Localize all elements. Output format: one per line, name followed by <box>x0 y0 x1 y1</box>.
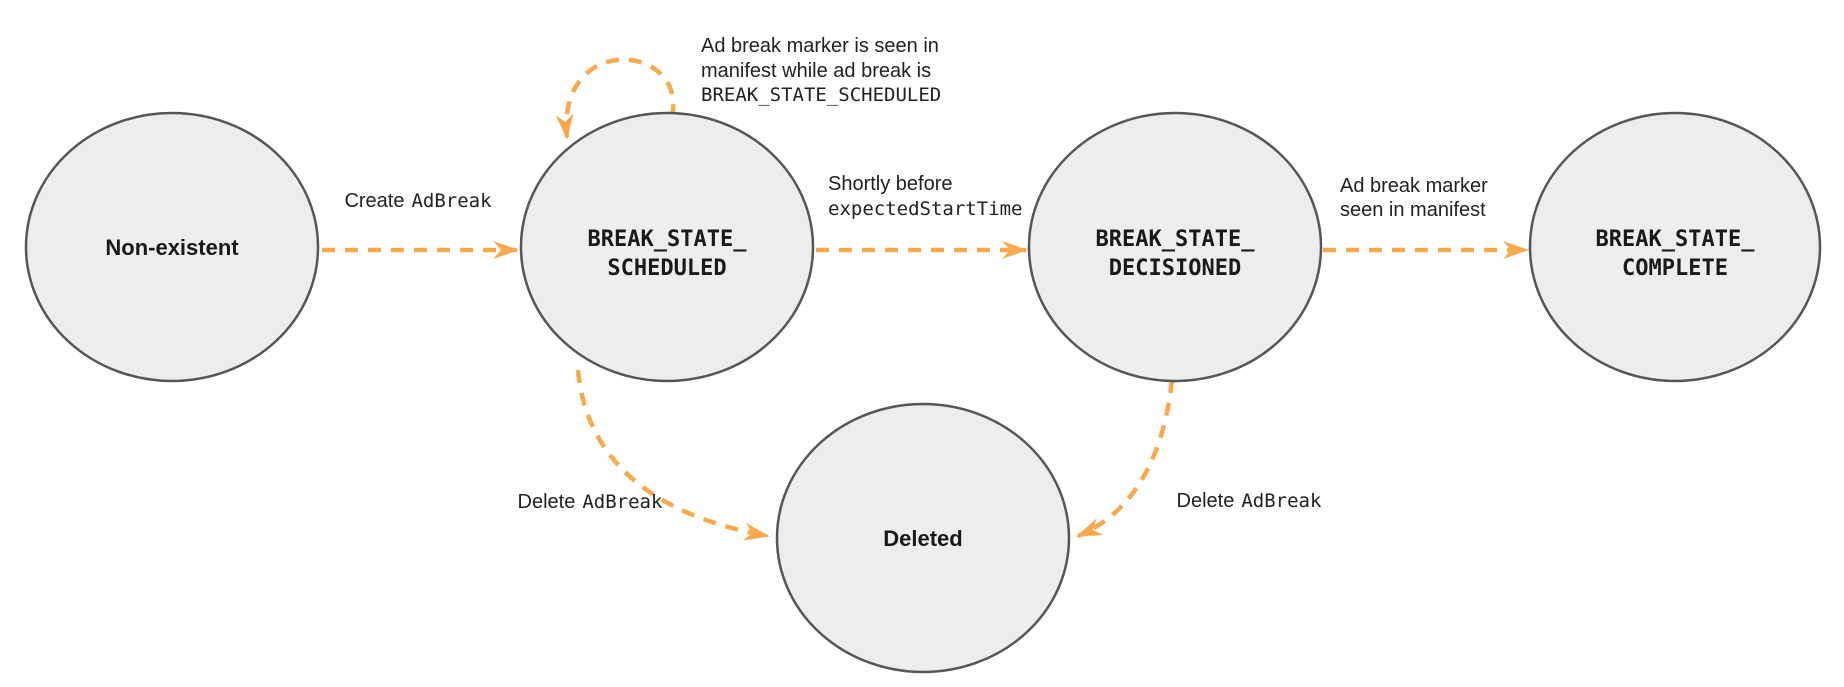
state-node-non-existent: Non-existent <box>24 111 320 383</box>
deleted-label: Deleted <box>883 526 962 551</box>
state-node-deleted: Deleted <box>775 402 1071 674</box>
break-state-scheduled-circle <box>519 111 815 383</box>
edge-scheduled-to-deleted <box>575 369 770 541</box>
marker-seen-line1: Ad break marker <box>1340 175 1488 197</box>
edge-decisioned-to-deleted <box>1076 379 1175 539</box>
non-existent-circle <box>24 111 320 383</box>
non-existent-label: Non-existent <box>105 235 239 260</box>
break-state-scheduled-label-line1: BREAK_STATE_ <box>588 227 748 252</box>
shortly-before-line1: Shortly before <box>828 173 953 195</box>
break-state-decisioned-label-line1: BREAK_STATE_ <box>1096 227 1256 252</box>
state-node-break-state-complete: BREAK_STATE_ COMPLETE <box>1528 111 1822 383</box>
shortly-before-code: expectedStartTime <box>828 198 1022 220</box>
break-state-complete-label-line2: COMPLETE <box>1622 256 1728 281</box>
self-loop-label-line1: Ad break marker is seen in <box>701 35 939 57</box>
edge-label-marker-seen: Ad break marker seen in manifest <box>1340 175 1488 221</box>
marker-seen-line2: seen in manifest <box>1340 199 1486 221</box>
state-node-break-state-scheduled: BREAK_STATE_ SCHEDULED <box>519 111 815 383</box>
break-state-complete-label-line1: BREAK_STATE_ <box>1596 227 1756 252</box>
break-state-scheduled-label-line2: SCHEDULED <box>607 256 726 281</box>
edge-label-shortly-before: Shortly before expectedStartTime <box>828 173 1022 220</box>
edge-label-self-loop: Ad break marker is seen in manifest whil… <box>701 35 941 106</box>
self-loop-label-line2: manifest while ad break is <box>701 60 931 82</box>
self-loop-label-code: BREAK_STATE_SCHEDULED <box>701 84 941 106</box>
deleted-circle <box>775 402 1071 674</box>
edge-self-loop-scheduled <box>555 57 676 140</box>
state-node-break-state-decisioned: BREAK_STATE_ DECISIONED <box>1027 111 1323 383</box>
break-state-complete-circle <box>1528 111 1822 383</box>
break-state-decisioned-label-line2: DECISIONED <box>1109 256 1241 281</box>
break-state-decisioned-circle <box>1027 111 1323 383</box>
